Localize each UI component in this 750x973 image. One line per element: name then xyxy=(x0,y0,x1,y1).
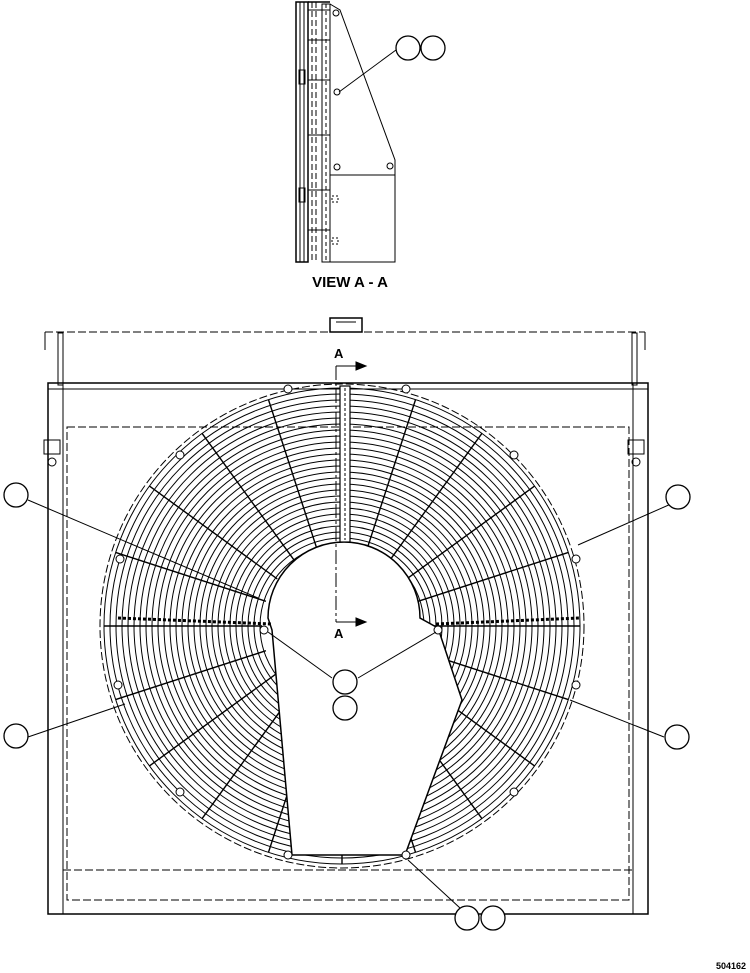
view-title: VIEW A - A xyxy=(312,274,388,291)
fan-guard-spokes xyxy=(104,388,580,864)
guard-spoke xyxy=(388,433,483,562)
left-seam xyxy=(117,616,273,626)
guard-spoke xyxy=(417,551,569,602)
leader-lines xyxy=(27,499,681,909)
guard-spoke xyxy=(149,672,278,767)
callout-top-right-view xyxy=(395,35,446,61)
right-seam xyxy=(435,616,581,626)
section-line-a-a xyxy=(335,361,368,627)
figure-number: 504162 xyxy=(716,961,746,971)
guard-spoke xyxy=(115,650,267,701)
mount-bolts xyxy=(113,384,581,860)
guard-opening xyxy=(267,541,463,856)
guard-spoke xyxy=(366,399,417,551)
section-marker-top: A xyxy=(334,346,344,361)
guard-spoke xyxy=(406,485,535,580)
section-marker-bottom: A xyxy=(334,626,344,641)
fan-shroud-circle xyxy=(99,383,585,869)
guard-spoke xyxy=(201,433,296,562)
callout-right-upper xyxy=(665,484,691,510)
side-view-a-a xyxy=(295,1,397,263)
guard-spoke xyxy=(267,399,318,551)
callout-left-lower xyxy=(3,723,29,749)
guard-spoke xyxy=(115,551,267,602)
callout-right-lower xyxy=(664,724,690,750)
callout-bottom xyxy=(454,905,506,931)
callout-left-upper xyxy=(3,482,29,508)
callout-center xyxy=(332,669,358,721)
guard-spoke xyxy=(149,485,278,580)
